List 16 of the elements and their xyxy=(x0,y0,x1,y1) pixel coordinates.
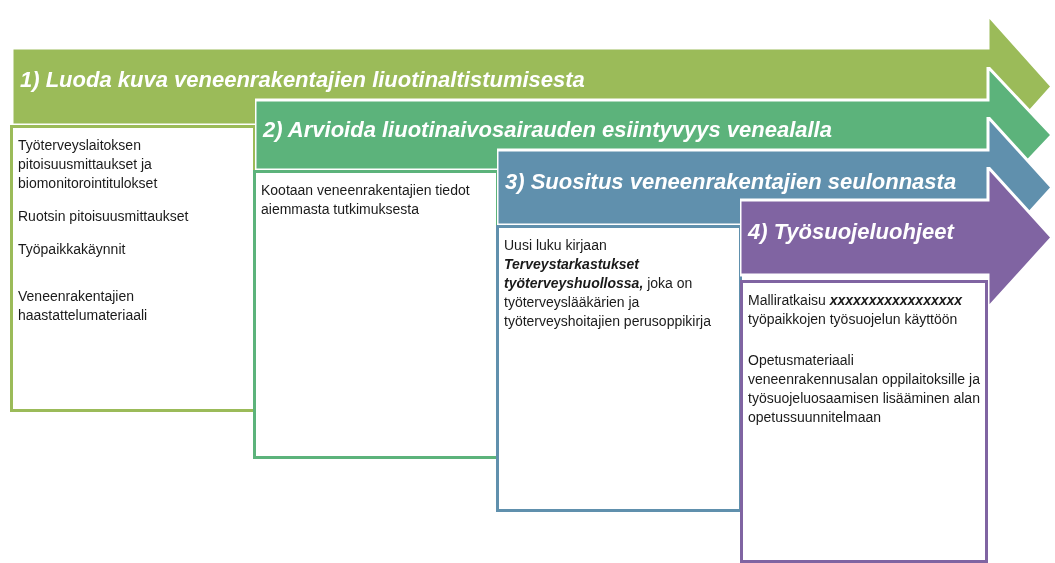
description-text: Ruotsin pitoisuusmittaukset xyxy=(18,207,190,226)
arrow-title: 3) Suositus veneenrakentajien seulonnasta xyxy=(505,168,957,196)
description-text: Työpaikkakäynnit xyxy=(18,240,127,259)
arrow-title: 1) Luoda kuva veneenrakentajien liuotinaltistumisesta xyxy=(20,66,585,94)
text-box xyxy=(253,170,499,459)
description-text: Opetusmateriaali veneenrakennusalan oppilaitoksille ja työsuojeluosaamisen lisääminen alan opetussuunnitelmaan xyxy=(748,351,980,427)
arrow-title: 4) Työsuojeluohjeet xyxy=(748,218,954,246)
description-text: Kootaan veneenrakentajien tiedot aiemmasta tutkimuksesta xyxy=(261,181,471,219)
description-text: Malliratkaisu xxxxxxxxxxxxxxxxx työpaikkojen työsuojelun käyttöön xyxy=(748,291,964,329)
description-text: Uusi luku kirjaan Terveystarkastukset työterveyshuollossa, joka on työterveyslääkärien ja työterveyshoitajien perusoppikirja xyxy=(504,236,712,331)
description-text: Työterveyslaitoksen pitoisuusmittaukset ja biomonitorointitulokset xyxy=(18,136,159,193)
description-text: Veneenrakentajien haastattelumateriaali xyxy=(18,287,149,325)
text-box xyxy=(496,225,742,512)
text-box xyxy=(740,280,988,563)
arrow-title: 2) Arvioida liuotinaivosairauden esiintyvyys venealalla xyxy=(263,116,832,144)
text-box xyxy=(10,125,256,412)
